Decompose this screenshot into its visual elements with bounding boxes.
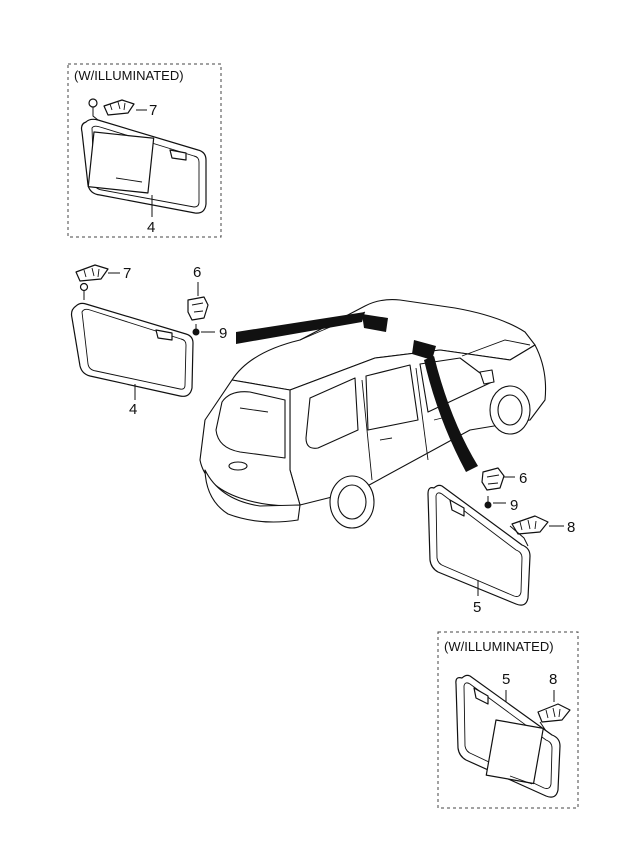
right-visor-group: 6 9 8 5 (427, 467, 575, 616)
screw-9 (484, 496, 492, 509)
dashed-frame (437, 631, 579, 809)
illuminated-visor-box-right: (W/ILLUMINATED) 5 8 (437, 631, 579, 809)
pointer-arrow-left (236, 312, 365, 344)
sun-visor-5 (427, 484, 531, 606)
left-visor-group: 7 6 9 4 (70, 264, 227, 418)
part-number-4: 4 (147, 219, 155, 236)
dashed-frame (67, 63, 222, 238)
sun-visor-4-illuminated (80, 118, 207, 214)
visor-clip-8 (509, 515, 549, 547)
part-number-4: 4 (129, 401, 137, 418)
part-number-5: 5 (473, 599, 481, 616)
part-number-9: 9 (219, 325, 227, 342)
part-number-7: 7 (123, 265, 131, 282)
visor-clip-7 (75, 264, 109, 300)
part-number-6: 6 (519, 470, 527, 487)
illuminated-visor-box-left: (W/ILLUMINATED) 7 4 (67, 63, 222, 238)
sun-visor-5-illuminated (455, 674, 561, 798)
pointer-arrow-right (424, 356, 478, 472)
box-caption: (W/ILLUMINATED) (74, 68, 184, 83)
visor-clip-7 (88, 98, 135, 121)
part-number-7: 7 (149, 102, 157, 119)
part-number-8: 8 (567, 519, 575, 536)
screw-9 (192, 324, 200, 336)
part-number-8: 8 (549, 671, 557, 688)
visor-holder-6 (187, 296, 209, 321)
part-number-6: 6 (193, 264, 201, 281)
box-caption: (W/ILLUMINATED) (444, 639, 554, 654)
part-number-5: 5 (502, 671, 510, 688)
part-number-9: 9 (510, 497, 518, 514)
visor-holder-6 (481, 467, 505, 491)
van-illustration (199, 299, 547, 529)
sun-visor-4 (70, 302, 194, 397)
